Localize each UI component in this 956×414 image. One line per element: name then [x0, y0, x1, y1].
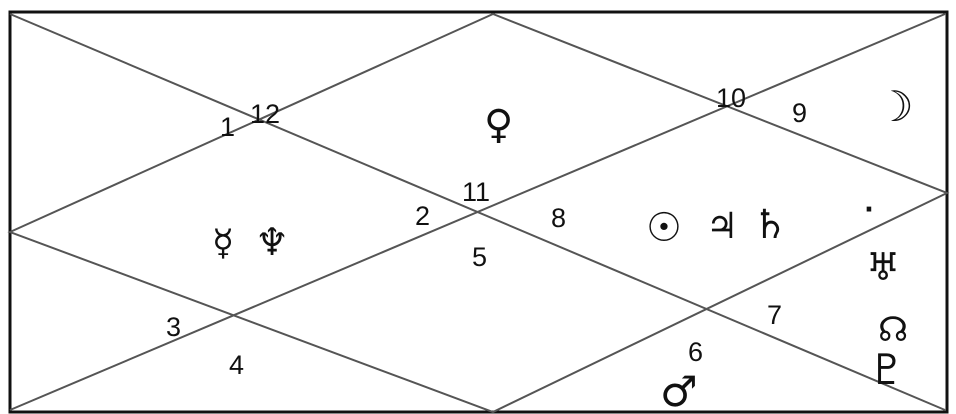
house-number: 8	[551, 203, 566, 233]
house-number: 5	[472, 242, 487, 272]
house-number: 1	[220, 112, 235, 142]
inner-diamond	[7, 13, 950, 414]
moon-icon: ☽	[876, 82, 914, 131]
house-number: 3	[166, 312, 181, 342]
house-number: 6	[688, 337, 703, 367]
house-number: 11	[462, 177, 490, 207]
house-number: 10	[716, 83, 746, 113]
chart-frame	[8, 10, 949, 414]
pluto-icon: ♇	[868, 345, 906, 394]
saturn-icon: ♄	[752, 202, 788, 248]
house-number: 7	[767, 300, 782, 330]
house-number: 12	[250, 99, 280, 129]
diagonal-anti	[9, 13, 946, 411]
house-number: 4	[229, 350, 244, 380]
jupiter-icon: ♃	[706, 206, 738, 247]
uranus-icon: ♅	[866, 245, 900, 289]
dot-mark: ·	[864, 195, 874, 225]
house-number: 9	[792, 98, 807, 128]
venus-icon: ♀	[484, 102, 513, 148]
sun-icon: ☉	[646, 205, 682, 251]
mercury-icon: ☿	[212, 223, 234, 264]
neptune-icon: ♆	[255, 220, 289, 264]
house-number: 2	[415, 201, 430, 231]
rahu-icon: ☊	[878, 310, 908, 350]
mars-icon: ♂	[660, 367, 698, 414]
